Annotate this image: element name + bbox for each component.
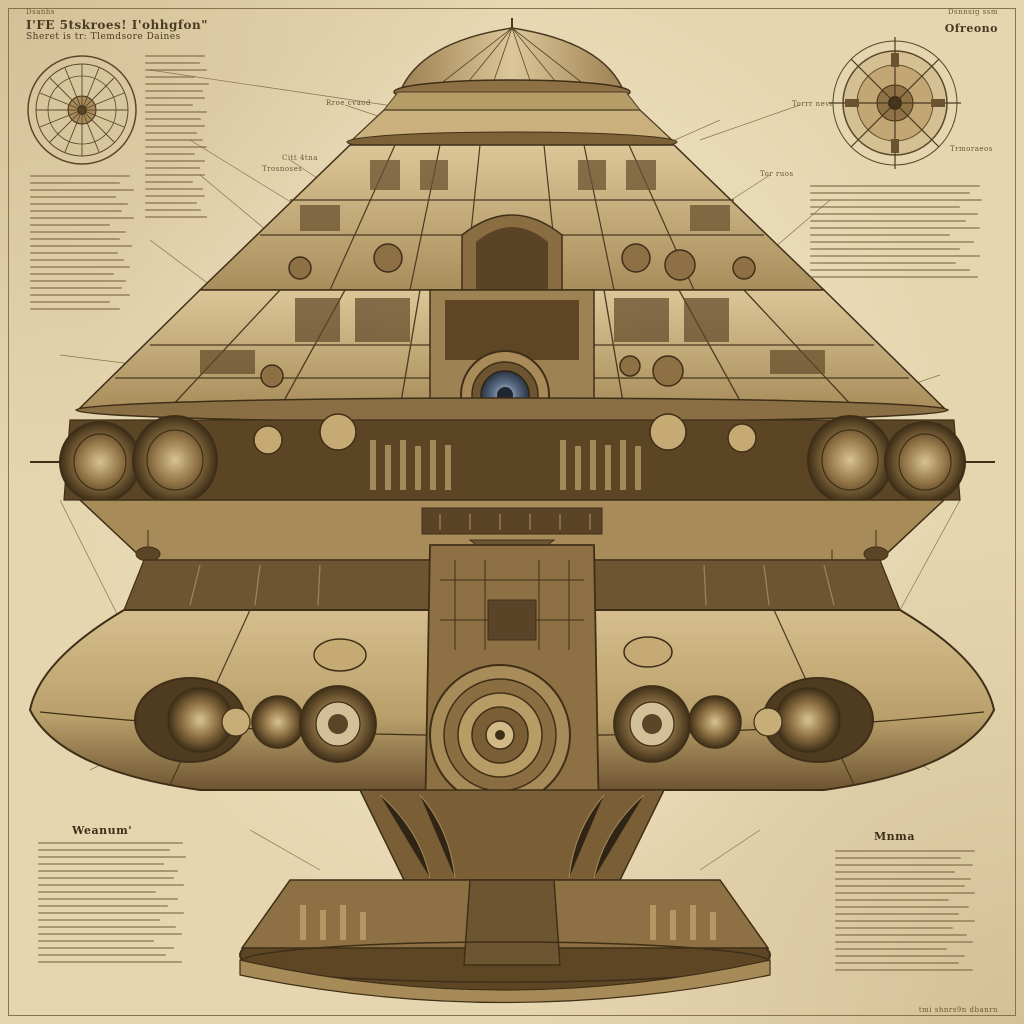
porthole-icon: [288, 243, 756, 281]
caption-right-heading: Mnma: [874, 830, 915, 843]
spec-text-block: [30, 175, 140, 315]
footer-right-note: tmi shnrs9n dbanrn: [918, 1006, 998, 1014]
spec-text-block: [38, 842, 188, 968]
compass-rosette-icon: [829, 37, 961, 169]
header-left-tiny: Dsanhs: [26, 8, 55, 16]
spec-text-block: [810, 185, 985, 283]
spaceship-hull: [28, 18, 996, 1004]
callout-label: Tor ruos: [760, 170, 794, 178]
spec-text-block: [835, 850, 980, 976]
engine-pod-icon: [134, 677, 874, 763]
callout-label: Citt 4tna: [282, 154, 318, 162]
header-left-subtitle: Sheret is tr: Tlemdsore Daines: [26, 32, 181, 42]
header-right-tiny: Dsnnsig ssm: [947, 8, 998, 16]
callout-label: Rroe cvaod: [326, 99, 371, 107]
callout-label: Torrr nevd: [792, 100, 835, 108]
sheet-border: [8, 8, 1016, 1016]
header-right-title: Ofreono: [944, 22, 998, 35]
callout-label: Trmoraeos: [950, 145, 993, 153]
spec-text-block: [145, 55, 215, 223]
schematic-rosette-icon: [27, 55, 137, 165]
callout-label: Trosnoses: [262, 165, 303, 173]
header-left-title: I'FE 5tskroes! I'ohhgfon": [26, 18, 209, 32]
caption-left-heading: Weanum': [72, 824, 133, 837]
